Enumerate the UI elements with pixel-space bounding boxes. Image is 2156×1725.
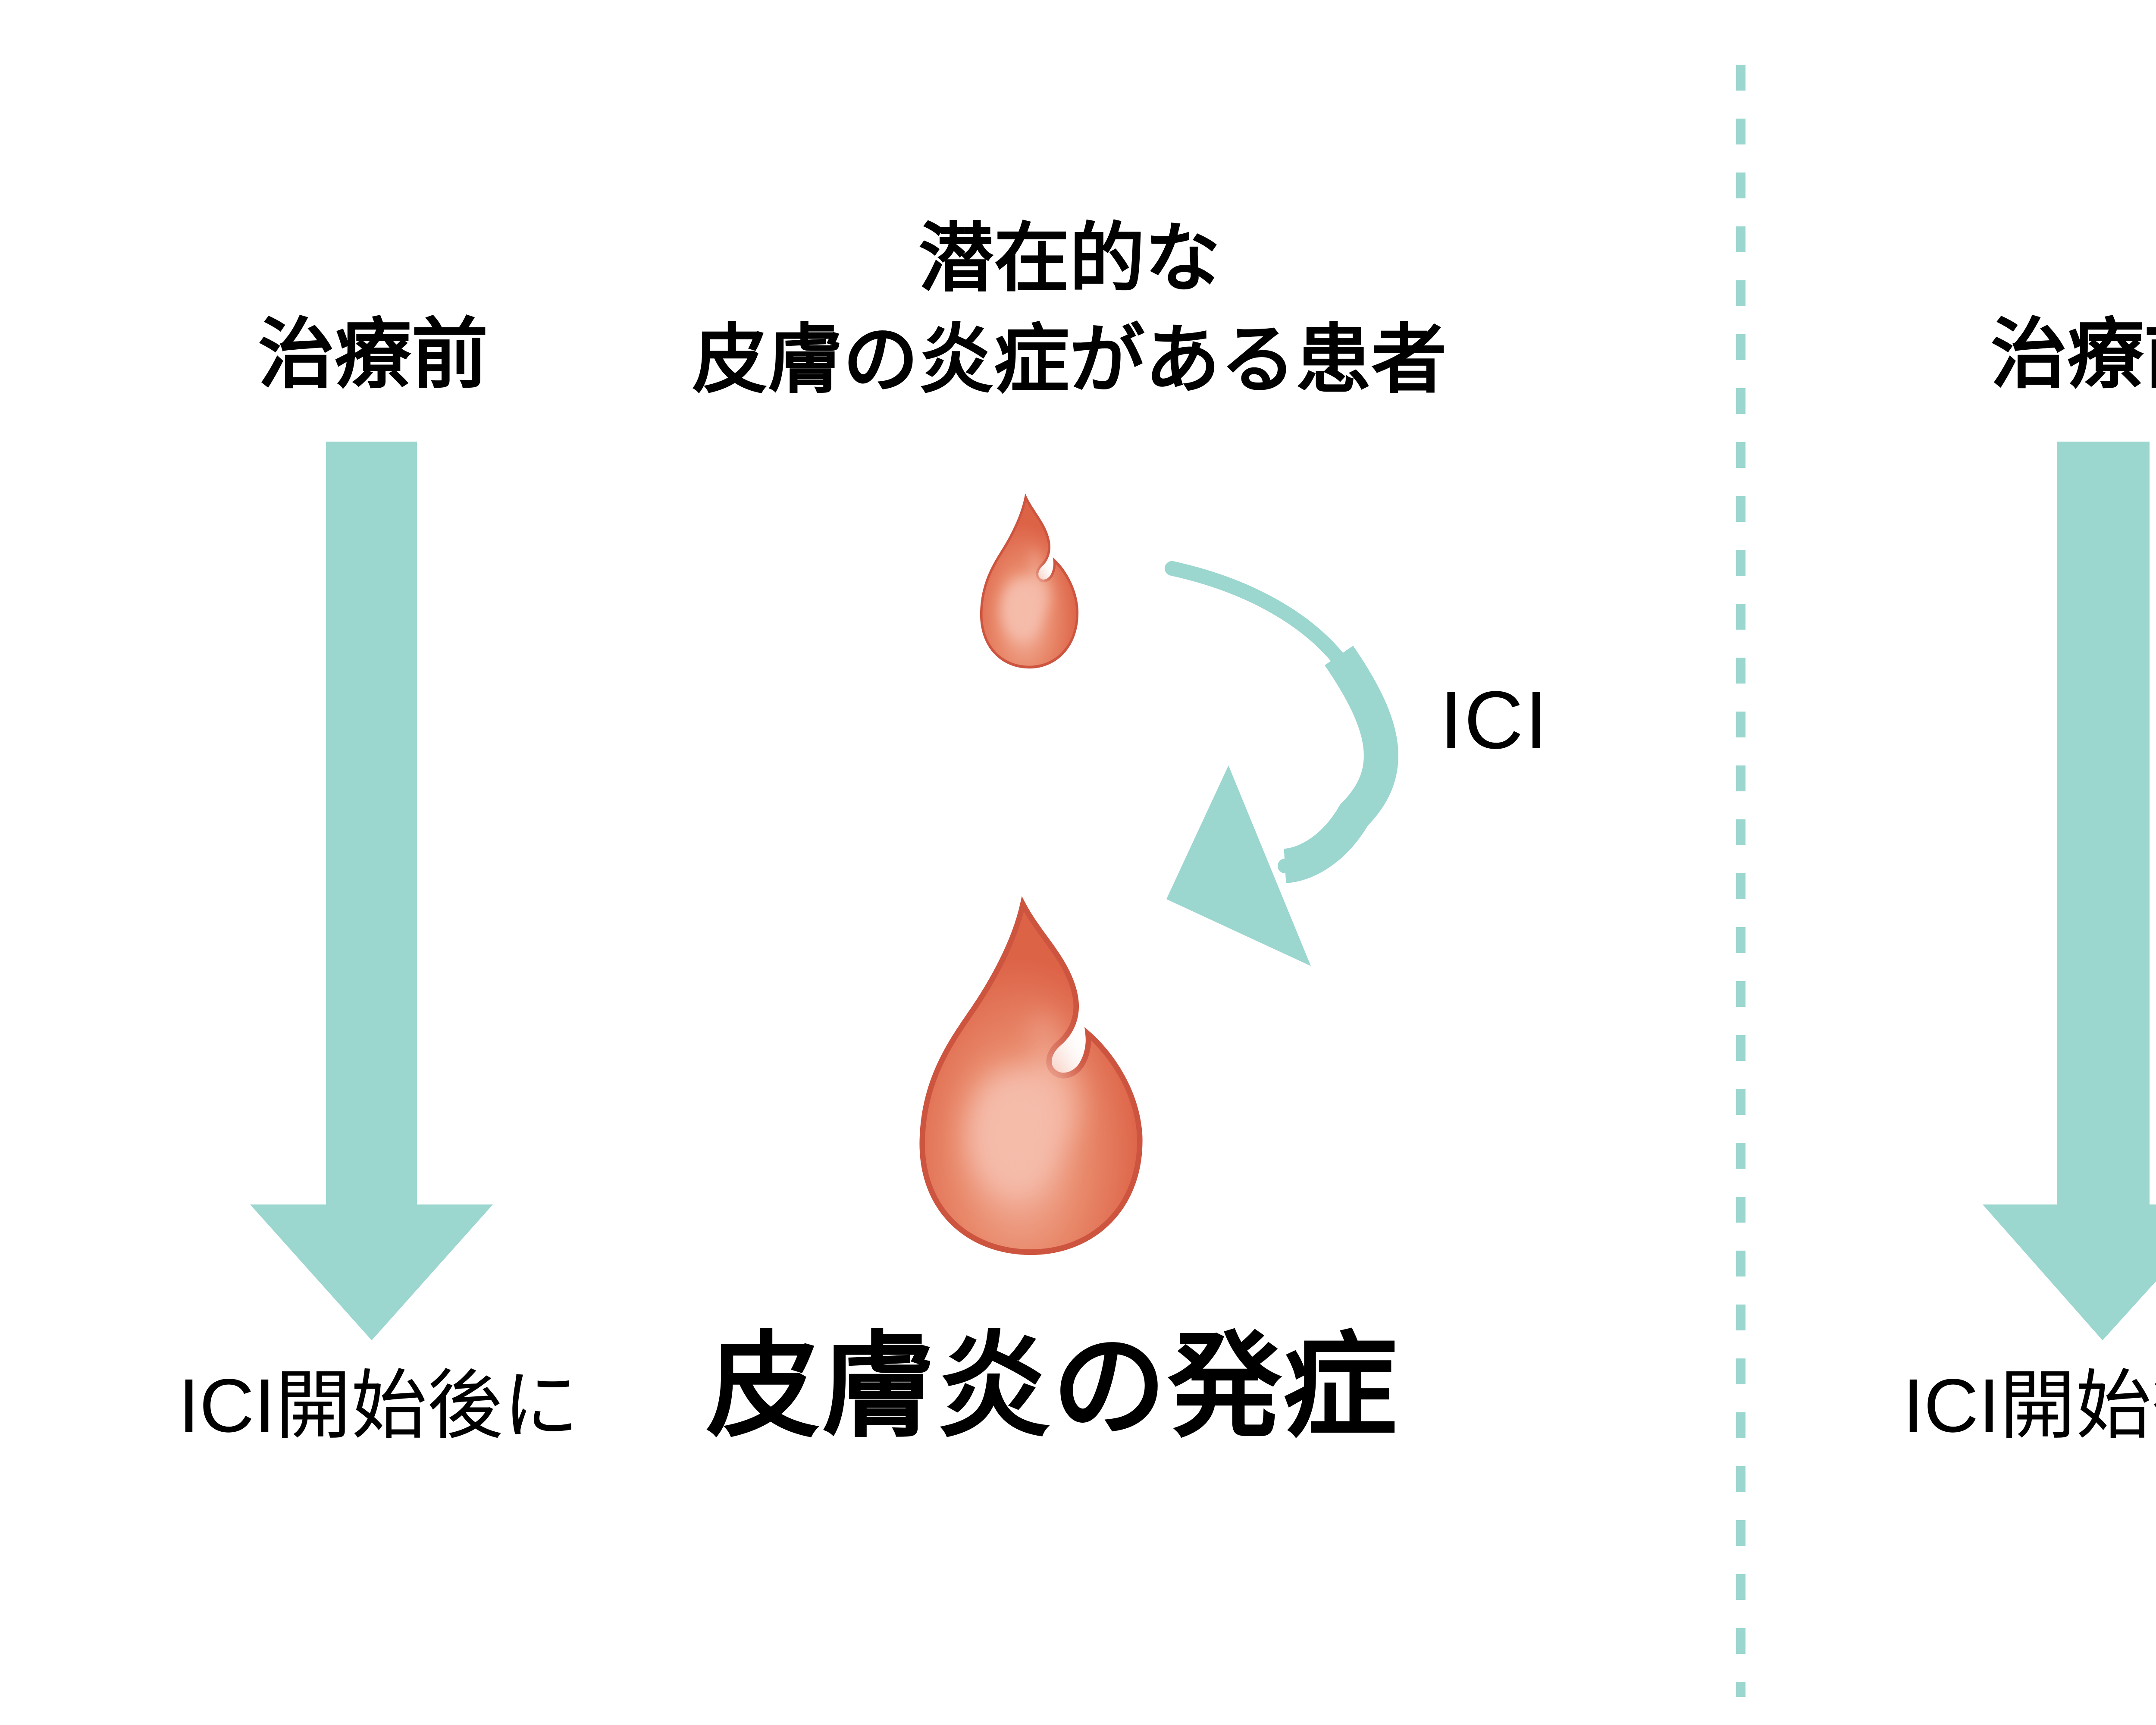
down-arrow-right [1983, 442, 2156, 1340]
timeline-top-label-left: 治療前 [258, 311, 488, 397]
down-arrow-left [250, 442, 493, 1340]
outcome-label-left: 皮膚炎の発症 [706, 1323, 1398, 1451]
flame-icon [981, 497, 1078, 667]
treatment-label-left: ICI [1439, 674, 1550, 766]
timeline-top-label-right: 治療前 [1990, 311, 2156, 397]
flame-icon [922, 904, 1140, 1252]
patient-label-left-line2: 皮膚の炎症がある患者 [692, 318, 1447, 402]
curved-arrow-left [1165, 561, 1398, 966]
patient-label-left-line1: 潜在的な [918, 216, 1220, 301]
timeline-bottom-label-right: ICI開始後に [1902, 1364, 2156, 1448]
timeline-bottom-label-left: ICI開始後に [178, 1364, 579, 1448]
